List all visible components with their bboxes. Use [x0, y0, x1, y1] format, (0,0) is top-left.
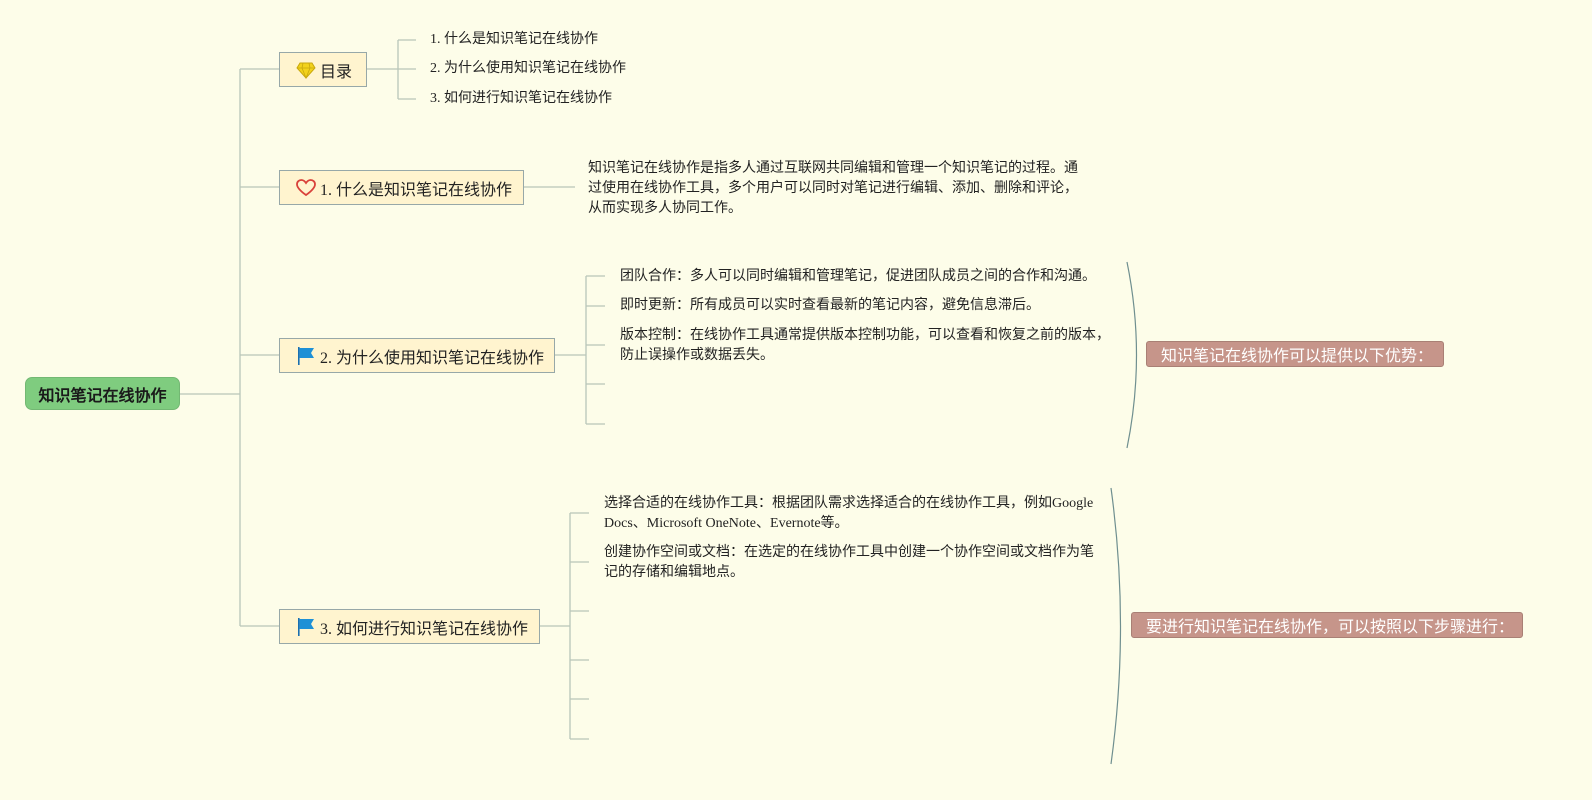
- summary-advantages[interactable]: 知识笔记在线协作可以提供以下优势：: [1146, 341, 1444, 367]
- why-item-version-line: 版本控制：在线协作工具通常提供版本控制功能，可以查看和恢复之前的版本，: [620, 328, 1110, 343]
- how-item-choose-tool[interactable]: 选择合适的在线协作工具：根据团队需求选择适合的在线协作工具，例如Google D…: [604, 494, 1093, 534]
- summary-steps[interactable]: 要进行知识笔记在线协作，可以按照以下步骤进行：: [1131, 612, 1523, 638]
- branch-how[interactable]: 3. 如何进行知识笔记在线协作: [279, 609, 540, 644]
- root-topic[interactable]: 知识笔记在线协作: [25, 377, 180, 410]
- what-is-description[interactable]: 知识笔记在线协作是指多人通过互联网共同编辑和管理一个知识笔记的过程。通 过使用在…: [588, 159, 1078, 219]
- how-item-create-space[interactable]: 创建协作空间或文档：在选定的在线协作工具中创建一个协作空间或文档作为笔 记的存储…: [604, 543, 1094, 583]
- how-item-create-space-line: 创建协作空间或文档：在选定的在线协作工具中创建一个协作空间或文档作为笔: [604, 545, 1094, 560]
- branch-what-is[interactable]: 1. 什么是知识笔记在线协作: [279, 170, 524, 205]
- branch-what-is-label: 1. 什么是知识笔记在线协作: [320, 181, 513, 199]
- summary-steps-label: 要进行知识笔记在线协作，可以按照以下步骤进行：: [1146, 619, 1515, 636]
- branch-contents-label: 目录: [320, 63, 353, 81]
- why-item-update[interactable]: 即时更新：所有成员可以实时查看最新的笔记内容，避免信息滞后。: [620, 298, 1040, 313]
- branch-why[interactable]: 2. 为什么使用知识笔记在线协作: [279, 338, 555, 373]
- description-line: 知识笔记在线协作是指多人通过互联网共同编辑和管理一个知识笔记的过程。通: [588, 161, 1078, 176]
- why-item-version[interactable]: 版本控制：在线协作工具通常提供版本控制功能，可以查看和恢复之前的版本， 防止误操…: [620, 326, 1110, 366]
- diamond-icon: [296, 60, 316, 80]
- root-topic-label: 知识笔记在线协作: [38, 387, 167, 405]
- contents-item-1[interactable]: 1. 什么是知识笔记在线协作: [430, 32, 598, 47]
- how-item-choose-tool-line: Docs、Microsoft OneNote、Evernote等。: [604, 516, 849, 531]
- branch-why-label: 2. 为什么使用知识笔记在线协作: [320, 349, 545, 367]
- how-item-create-space-line: 记的存储和编辑地点。: [604, 565, 744, 580]
- summary-brace: [1110, 487, 1122, 765]
- contents-item-2[interactable]: 2. 为什么使用知识笔记在线协作: [430, 61, 626, 76]
- branch-contents[interactable]: 目录: [279, 52, 367, 87]
- how-item-choose-tool-line: 选择合适的在线协作工具：根据团队需求选择适合的在线协作工具，例如Google: [604, 496, 1094, 511]
- heart-icon: [296, 178, 316, 198]
- description-line: 过使用在线协作工具，多个用户可以同时对笔记进行编辑、添加、删除和评论，: [588, 181, 1078, 196]
- description-line: 从而实现多人协同工作。: [588, 201, 742, 216]
- blue-flag-icon: [296, 346, 316, 366]
- summary-advantages-label: 知识笔记在线协作可以提供以下优势：: [1161, 348, 1434, 365]
- why-item-team[interactable]: 团队合作：多人可以同时编辑和管理笔记，促进团队成员之间的合作和沟通。: [620, 269, 1096, 284]
- contents-item-3[interactable]: 3. 如何进行知识笔记在线协作: [430, 91, 612, 106]
- summary-brace: [1126, 261, 1138, 449]
- branch-how-label: 3. 如何进行知识笔记在线协作: [320, 620, 529, 638]
- blue-flag-icon: [296, 617, 316, 637]
- why-item-version-line: 防止误操作或数据丢失。: [620, 348, 774, 363]
